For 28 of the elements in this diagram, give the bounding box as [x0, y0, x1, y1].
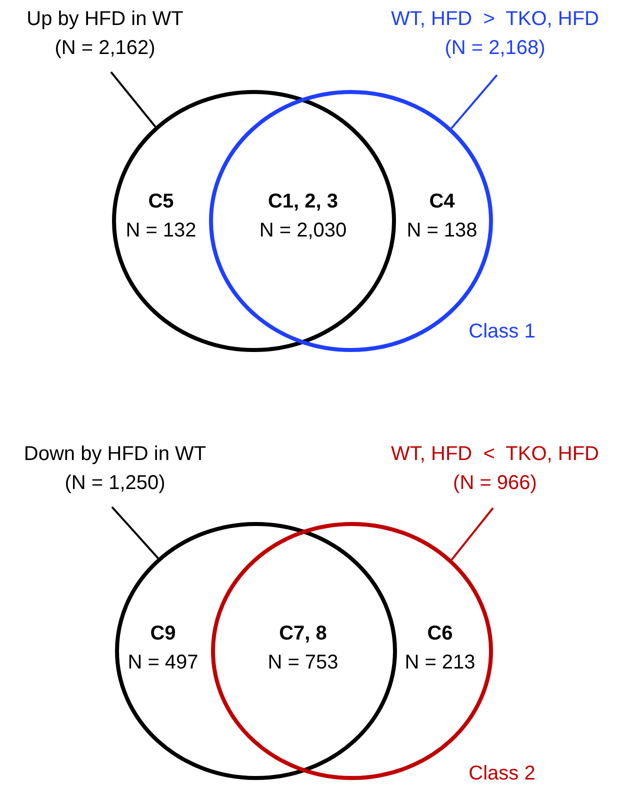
- leader-line: [450, 74, 498, 130]
- leader-line: [110, 71, 156, 128]
- set-title: Down by HFD in WT: [24, 442, 206, 467]
- cluster-label: N = 138: [406, 220, 478, 242]
- set-title: WT, HFD > TKO, HFD: [391, 7, 599, 32]
- count-label: C4: [429, 190, 455, 214]
- class-label: Class 1: [468, 320, 536, 344]
- count-label: C6: [427, 622, 453, 646]
- set-count: (N = 966): [452, 471, 538, 496]
- venn-circle: [115, 522, 397, 780]
- count-label: C9: [150, 622, 176, 646]
- cluster-label: N = 2,030: [259, 220, 347, 242]
- cluster-label: N = 132: [126, 220, 196, 242]
- cluster-label: N = 753: [268, 652, 338, 674]
- count-label: C5: [148, 190, 174, 214]
- class-label: Class 2: [468, 762, 536, 786]
- set-count: (N = 2,168): [444, 36, 546, 61]
- count-label: C7, 8: [279, 622, 327, 646]
- cluster-label: N = 497: [128, 652, 198, 674]
- cluster-label: N = 213: [404, 652, 476, 674]
- leader-line: [111, 506, 159, 559]
- set-count: (N = 1,250): [64, 471, 166, 496]
- venn-circle: [112, 90, 396, 352]
- set-count: (N = 2,162): [54, 36, 156, 61]
- count-label: C1, 2, 3: [268, 190, 338, 214]
- leader-line: [450, 507, 494, 560]
- set-title: WT, HFD < TKO, HFD: [391, 442, 599, 467]
- set-title: Up by HFD in WT: [26, 7, 184, 32]
